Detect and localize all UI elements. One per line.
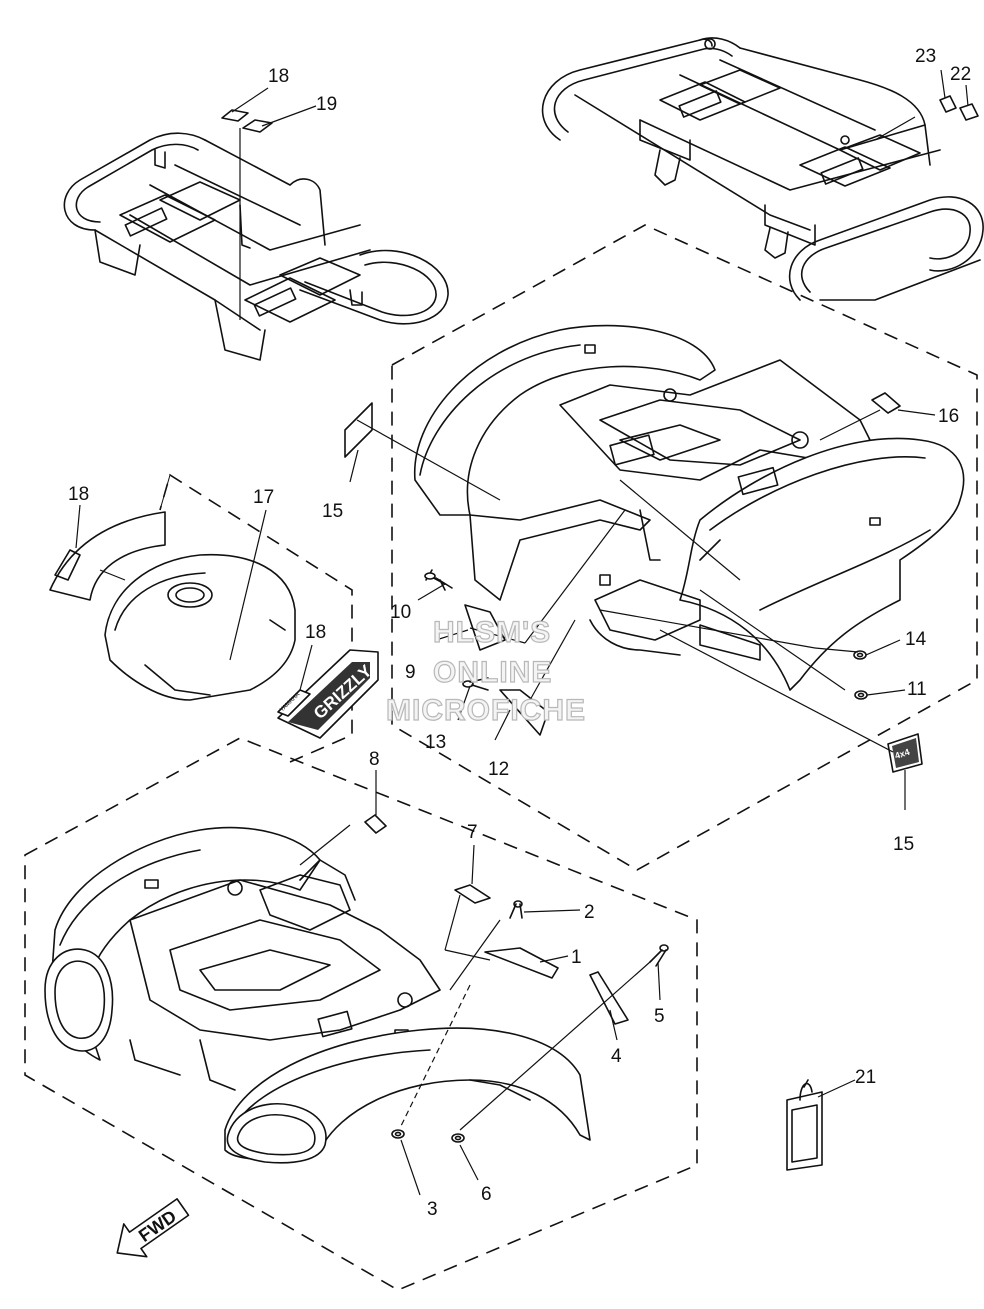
callout-21: 19 (316, 94, 337, 115)
watermark-line-1: HLSM'S (433, 616, 551, 649)
callout-5: 5 (654, 1006, 665, 1027)
callout-20: 18 (268, 66, 289, 87)
left-side-decal (49, 511, 166, 601)
callout-10: 10 (390, 602, 411, 623)
callout-2: 2 (584, 902, 595, 923)
callout-3: 3 (427, 1199, 438, 1220)
callout-23: 23 (915, 46, 936, 67)
front-fender-group (24, 737, 698, 1291)
front-carrier (63, 132, 449, 361)
callout-19: 21 (855, 1067, 876, 1088)
grizzly-decal-band (288, 662, 370, 730)
callout-16: 16 (938, 406, 959, 427)
callout-1: 1 (571, 947, 582, 968)
callout-11: 11 (907, 679, 927, 700)
fwd-arrow: FWD (116, 1198, 190, 1258)
callout-18-right: 18 (305, 622, 326, 643)
callout-13: 13 (425, 732, 446, 753)
four-by-four-text: 4x4 (894, 747, 911, 761)
callout-9: 9 (405, 662, 416, 683)
callout-15-lower: 15 (893, 834, 914, 855)
callout-18-left: 18 (68, 484, 89, 505)
callout-6: 6 (481, 1184, 492, 1205)
front-fender-group-border (24, 737, 698, 1291)
callout-14: 14 (905, 629, 927, 650)
watermark: HLSM'S ONLINE MICROFICHE (385, 615, 586, 727)
rear-fender-group (391, 224, 978, 871)
leader-lines (75, 69, 969, 1196)
callout-17: 17 (253, 487, 274, 508)
callout-22: 22 (950, 64, 971, 85)
callout-12: 12 (488, 759, 509, 780)
fwd-arrow-icon (116, 1198, 190, 1258)
front-panel-17: GRIZZLY YAMAHA (49, 473, 379, 763)
rear-fender-group-border (391, 224, 978, 871)
rear-carrier (541, 37, 984, 301)
callout-8: 8 (369, 749, 380, 770)
watermark-line-2: ONLINE (433, 656, 552, 689)
callout-7: 7 (467, 822, 478, 843)
callout-4: 4 (611, 1046, 622, 1067)
watermark-line-3: MICROFICHE (386, 694, 586, 727)
callout-numbers: 18 19 23 22 16 15 18 17 18 10 9 13 12 14… (68, 46, 971, 1220)
callout-15-upper: 15 (322, 501, 343, 522)
